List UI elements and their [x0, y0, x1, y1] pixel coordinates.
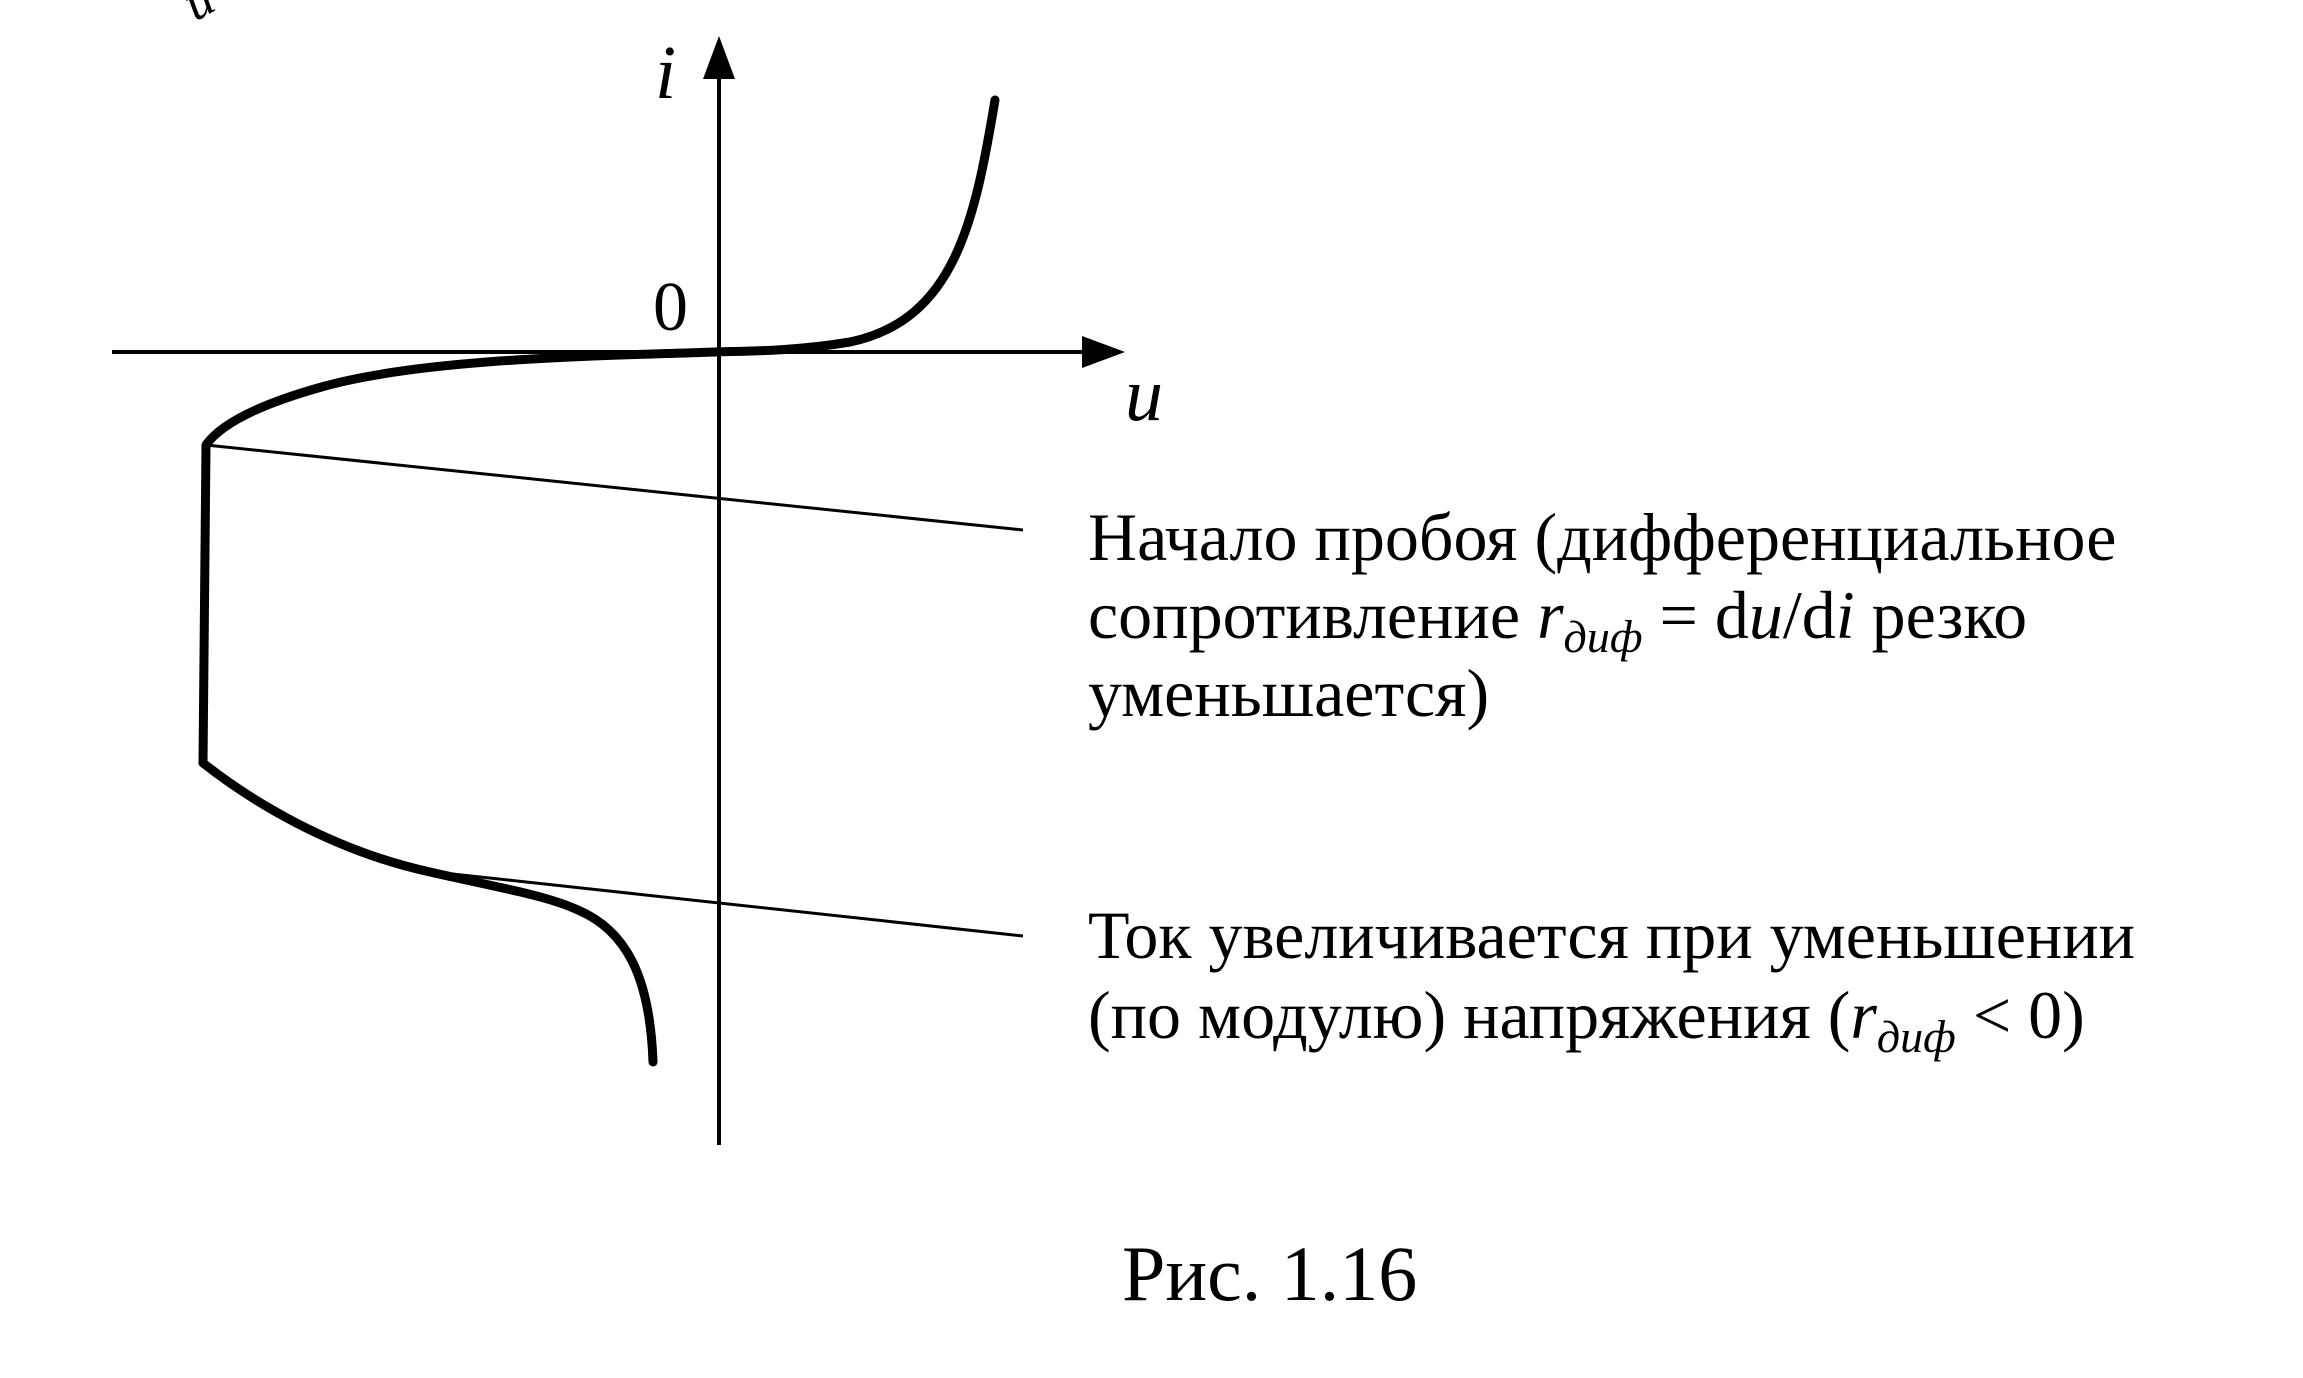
annotation-negative-line2-pre: (по модулю) напряжения ( [1088, 977, 1850, 1053]
x-axis-arrowhead [1082, 336, 1125, 368]
leader-line-breakdown [205, 443, 1024, 532]
y-axis-arrowhead [703, 36, 735, 79]
y-axis-label: i [655, 31, 676, 115]
r-diff-symbol-2: r [1850, 977, 1877, 1053]
annotation-breakdown-slash: /d [1783, 577, 1836, 653]
annotation-breakdown-line2-pre: сопротивление [1088, 577, 1537, 653]
annotation-breakdown-eq: = d [1642, 577, 1748, 653]
x-axis-label: u [1125, 353, 1163, 437]
annotation-breakdown: Начало пробоя (дифференциальное сопротив… [1088, 499, 2116, 731]
annotation-negative-resistance: Ток увеличивается при уменьшении (по мод… [1088, 897, 2135, 1062]
annotation-negative-line1: Ток увеличивается при уменьшении [1088, 897, 2135, 973]
annotation-breakdown-line1: Начало пробоя (дифференциальное [1088, 499, 2116, 575]
leader-line-negative-resistance [424, 869, 1024, 938]
iv-curve [198, 95, 1000, 1067]
origin-label: 0 [653, 269, 688, 346]
annotation-breakdown-line3: уменьшается) [1088, 655, 1489, 731]
r-diff-subscript: диф [1564, 611, 1643, 662]
figure-caption: Рис. 1.16 [1122, 1230, 1417, 1317]
annotation-negative-line2: (по модулю) напряжения (rдиф < 0) [1088, 977, 2085, 1062]
annotation-negative-line2-post: < 0) [1956, 977, 2085, 1053]
r-diff-symbol: r [1537, 577, 1564, 653]
corner-mark: и [173, 0, 224, 32]
u-symbol: u [1749, 577, 1783, 653]
annotation-breakdown-line2: сопротивление rдиф = du/di резко [1088, 577, 2027, 662]
annotation-breakdown-line2-post: резко [1855, 577, 2027, 653]
i-symbol: i [1836, 577, 1855, 653]
r-diff-subscript-2: диф [1877, 1011, 1956, 1062]
